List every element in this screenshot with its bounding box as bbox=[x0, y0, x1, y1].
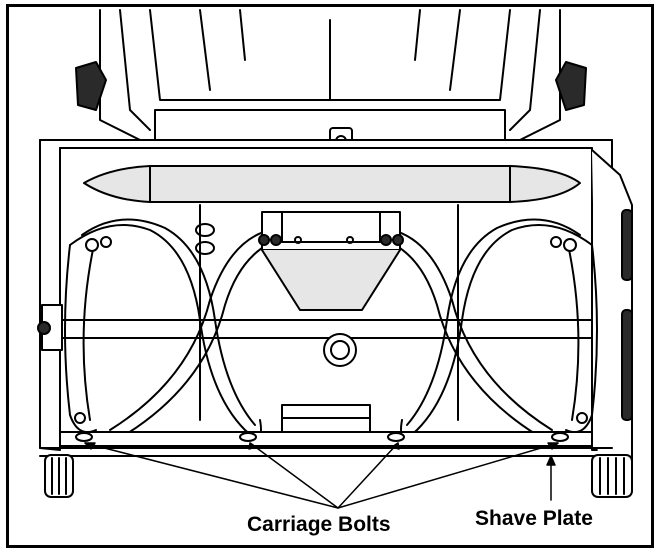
carriage-bolts-callout-lines bbox=[84, 442, 559, 509]
upper-housing bbox=[99, 9, 561, 151]
left-knob bbox=[75, 61, 107, 111]
shave-plate bbox=[39, 431, 613, 457]
shave-plate-label: Shave Plate bbox=[475, 507, 593, 530]
right-wheel bbox=[591, 454, 633, 498]
right-knob bbox=[555, 61, 587, 111]
shave-plate-callout-line bbox=[546, 455, 556, 501]
right-side-panel bbox=[591, 149, 633, 471]
carriage-bolts-label: Carriage Bolts bbox=[247, 513, 391, 536]
frame-rods bbox=[199, 204, 459, 421]
center-gearbox bbox=[195, 211, 404, 311]
deflector-bar bbox=[83, 165, 581, 203]
left-wheel bbox=[44, 454, 74, 498]
